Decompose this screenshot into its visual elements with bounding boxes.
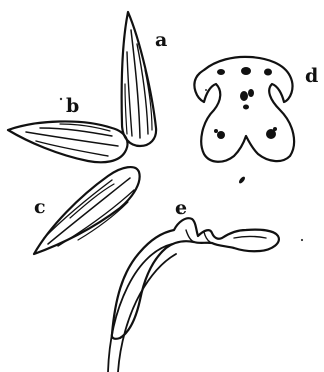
sepal-c bbox=[34, 167, 140, 254]
sepal-a bbox=[122, 12, 156, 146]
label-e: e bbox=[175, 197, 187, 219]
label-b: b bbox=[66, 95, 79, 117]
label-d: d bbox=[305, 65, 318, 87]
label-c: c bbox=[34, 196, 46, 218]
flower-side-e bbox=[108, 218, 279, 372]
label-a: a bbox=[155, 29, 167, 51]
petal-b bbox=[8, 121, 127, 162]
lip-d-markings bbox=[214, 67, 277, 184]
